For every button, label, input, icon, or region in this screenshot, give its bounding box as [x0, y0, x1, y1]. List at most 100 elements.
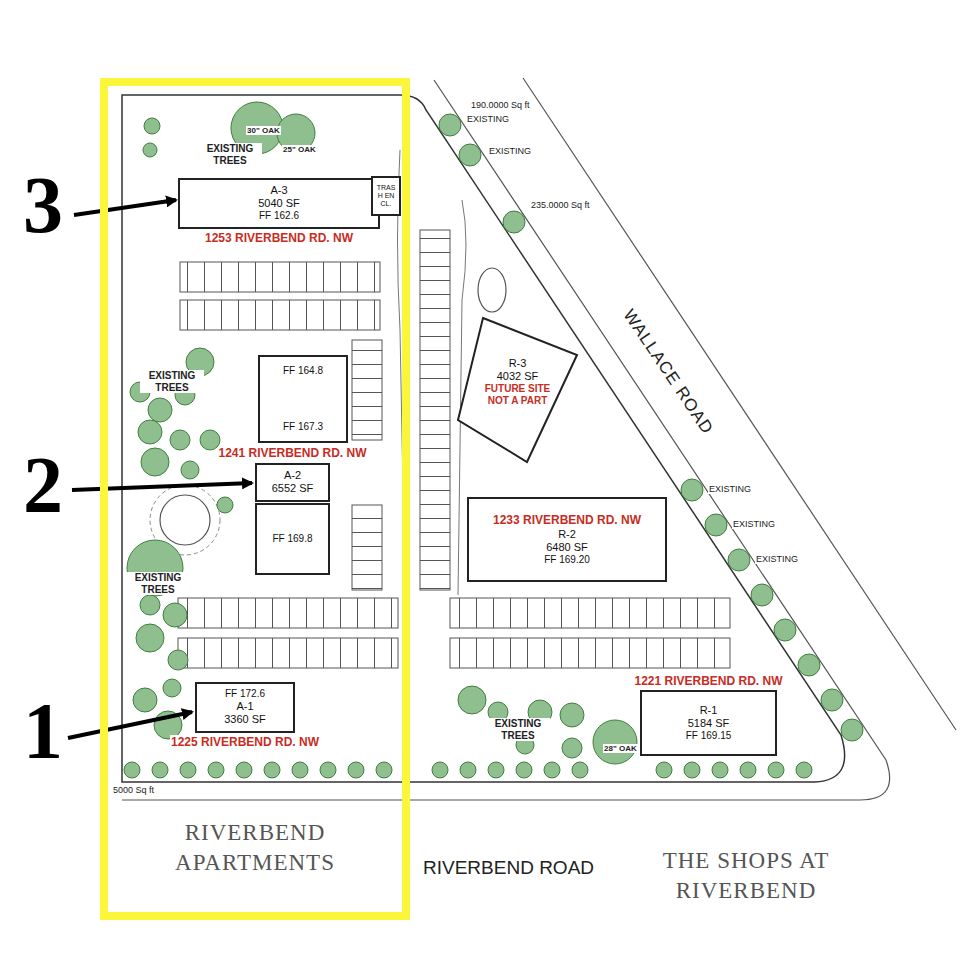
building-name: A-2 — [284, 469, 301, 482]
parking-column — [352, 340, 382, 440]
parking-row — [450, 598, 730, 628]
text-stack: A-35040 SFFF 162.6 — [180, 180, 378, 227]
tree — [516, 762, 532, 778]
floor-elevation: FF 167.3 — [283, 421, 323, 433]
tree — [170, 430, 190, 450]
road-edge — [523, 78, 956, 730]
tree — [180, 762, 196, 778]
tree — [264, 762, 280, 778]
street-address: 1233 RIVERBEND RD. NW — [492, 513, 642, 527]
text-stack: FF 169.8 — [257, 505, 328, 573]
tree — [488, 762, 504, 778]
tree — [503, 211, 525, 233]
tree — [439, 114, 461, 136]
tree — [460, 762, 476, 778]
tree — [348, 762, 364, 778]
tree — [821, 689, 843, 711]
tree — [144, 118, 160, 134]
tree — [320, 762, 336, 778]
parking-column — [420, 230, 450, 590]
development-name: RIVERBEND APARTMENTS — [140, 818, 370, 878]
street-address: 1221 RIVERBEND RD. NW — [633, 674, 783, 688]
floor-elevation: FF 172.6 — [225, 688, 265, 700]
property-line — [122, 95, 845, 782]
tree — [656, 762, 672, 778]
street-address: 1225 RIVERBEND RD. NW — [170, 735, 320, 749]
area-label: 5000 Sq ft — [112, 785, 155, 795]
building-name: A-3 — [270, 184, 287, 197]
tree — [712, 762, 728, 778]
tree — [681, 479, 703, 501]
callout-arrow — [74, 200, 176, 215]
floor-elevation: FF 169.15 — [686, 730, 732, 742]
road-name: WALLACE ROAD — [618, 305, 717, 439]
floor-area: 4032 SF — [497, 370, 539, 383]
road-edge — [122, 80, 890, 800]
parking-column — [352, 505, 382, 590]
landscape-island — [478, 268, 506, 312]
tree — [572, 762, 588, 778]
tree — [136, 624, 164, 652]
site-note: FUTURE SITE NOT A PART — [480, 383, 556, 407]
tree-group-label: EXISTING TREES — [486, 718, 550, 741]
text-stack: FF 164.8 FF 167.3 — [260, 357, 346, 441]
tree — [774, 619, 796, 641]
floor-area: 5184 SF — [688, 717, 730, 730]
floor-elevation: FF 169.8 — [272, 533, 312, 545]
building-outline-shape — [458, 318, 577, 462]
tree — [432, 762, 448, 778]
text-stack: FF 172.6A-13360 SF — [197, 684, 293, 731]
parking-row — [180, 262, 380, 292]
tree — [143, 143, 157, 157]
tree — [141, 448, 169, 476]
callout-number: 2 — [22, 445, 64, 525]
tree — [593, 720, 637, 764]
parking-row — [180, 300, 380, 330]
tree-label: EXISTING — [466, 114, 510, 124]
tree — [148, 398, 172, 422]
building-name: R-3 — [509, 357, 527, 370]
tree — [292, 762, 308, 778]
tree-group-label: EXISTING TREES — [126, 572, 190, 595]
tree-size-label: 28" OAK — [603, 744, 638, 753]
tree — [163, 679, 181, 697]
building-footprint: FF 172.6A-13360 SF1225 RIVERBEND RD. NW — [195, 682, 295, 733]
tree — [181, 461, 199, 479]
tree — [684, 762, 700, 778]
tree — [208, 762, 224, 778]
tree — [124, 762, 140, 778]
enclosure-label: TRASH ENCL. — [376, 184, 396, 207]
tree — [163, 603, 187, 627]
tree-group-label: EXISTING TREES — [140, 370, 204, 393]
building-footprint: 1233 RIVERBEND RD. NWR-26480 SFFF 169.20 — [467, 497, 667, 582]
tree — [217, 497, 233, 513]
tree — [168, 650, 188, 670]
floor-elevation: FF 169.20 — [544, 554, 590, 566]
area-label: 190.0000 Sq ft — [470, 100, 531, 110]
floor-area: 6552 SF — [272, 482, 314, 495]
tree — [140, 595, 160, 615]
floor-elevation: FF 164.8 — [283, 365, 323, 377]
tree-size-label: 30" OAK — [246, 126, 281, 135]
tree-label: EXISTING — [732, 519, 776, 529]
tree — [458, 686, 486, 714]
street-address: 1241 RIVERBEND RD. NW — [217, 446, 367, 460]
tree — [562, 738, 582, 758]
tree — [459, 144, 481, 166]
tree — [705, 514, 727, 536]
building-footprint: FF 164.8 FF 167.3 — [258, 355, 348, 443]
building-name: R-1 — [700, 704, 718, 717]
tree-size-label: 25" OAK — [282, 145, 317, 154]
tree — [133, 688, 157, 712]
building-name: A-1 — [236, 700, 253, 713]
callout-number: 3 — [22, 165, 64, 245]
tree — [560, 703, 584, 727]
tree-label: EXISTING — [708, 484, 752, 494]
cul-de-sac — [160, 495, 210, 545]
trees — [124, 102, 863, 778]
text-stack: TRASH ENCL. — [373, 178, 399, 214]
tree — [728, 549, 750, 571]
parking-row — [178, 598, 398, 628]
text-stack: 1233 RIVERBEND RD. NWR-26480 SFFF 169.20 — [469, 499, 665, 580]
tree — [798, 654, 820, 676]
